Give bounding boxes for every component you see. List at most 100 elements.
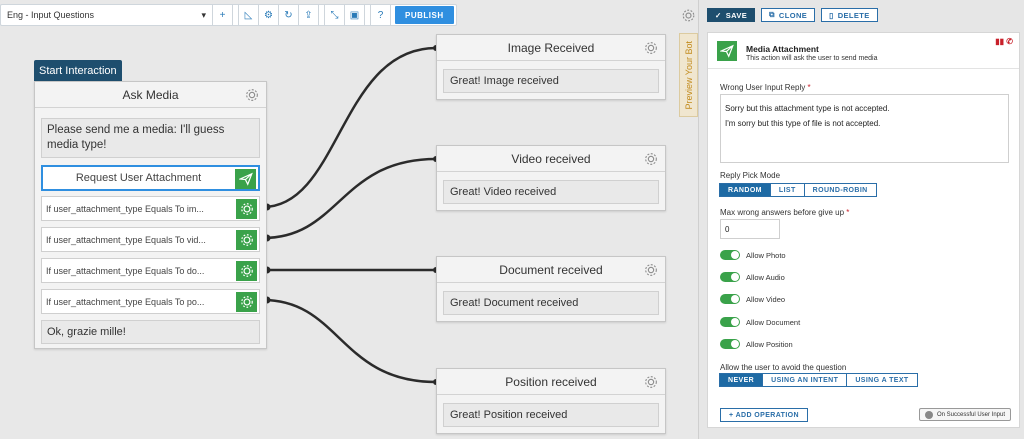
condition-icon (236, 230, 257, 250)
allow-video-toggle[interactable]: Allow Video (720, 294, 785, 304)
condition-label: If user_attachment_type Equals To po... (46, 296, 205, 307)
panel-actions: ✓ SAVE ⧉ CLONE ▯ DELETE (707, 8, 878, 22)
document-received-node[interactable]: Document received Great! Document receiv… (436, 256, 666, 322)
condition-label: If user_attachment_type Equals To vid... (46, 234, 206, 245)
flow-canvas[interactable]: Eng - Input Questions ▾ + ◺ ⚙ ↻ ⇪ ⤡ ▣ ? … (0, 0, 698, 439)
channel-badges-icon: ▮▮ ✆ (995, 37, 1013, 46)
gear-icon[interactable] (643, 262, 659, 278)
condition-icon (236, 199, 257, 219)
final-message[interactable]: Ok, grazie mille! (41, 320, 260, 344)
avoid-never[interactable]: NEVER (719, 373, 764, 387)
check-icon: ✓ (715, 10, 722, 20)
pick-mode-random[interactable]: RANDOM (719, 183, 771, 197)
condition-row-document[interactable]: If user_attachment_type Equals To do... (41, 258, 260, 283)
gear-icon[interactable] (681, 8, 696, 23)
avoid-question-label: Allow the user to avoid the question (720, 363, 847, 372)
save-button[interactable]: ✓ SAVE (707, 8, 756, 22)
node-header: Video received (437, 146, 665, 172)
export-icon[interactable]: ⇪ (299, 5, 319, 25)
help-icon[interactable]: ? (371, 5, 391, 25)
properties-panel: ✓ SAVE ⧉ CLONE ▯ DELETE Media Attachment… (698, 0, 1024, 439)
gear-icon[interactable]: ⚙ (259, 5, 279, 25)
card-title: Media Attachment (746, 44, 819, 54)
allow-photo-toggle[interactable]: Allow Photo (720, 250, 786, 260)
pick-mode-label: Reply Pick Mode (720, 171, 781, 180)
gear-icon[interactable] (643, 151, 659, 167)
toggle-switch[interactable] (720, 294, 740, 304)
publish-button[interactable]: PUBLISH (395, 6, 454, 24)
card-header: Media Attachment This action will ask th… (708, 33, 1019, 69)
collapse-icon[interactable]: ⤡ (325, 5, 345, 25)
pick-mode-list[interactable]: LIST (769, 183, 805, 197)
refresh-icon[interactable]: ↻ (279, 5, 299, 25)
bot-message[interactable]: Please send me a media: I'll guess media… (41, 118, 260, 158)
condition-row-video[interactable]: If user_attachment_type Equals To vid... (41, 227, 260, 252)
allow-audio-toggle[interactable]: Allow Audio (720, 272, 785, 282)
toggle-switch[interactable] (720, 272, 740, 282)
clone-button[interactable]: ⧉ CLONE (761, 8, 816, 22)
trash-icon: ▯ (829, 10, 834, 20)
max-wrong-input[interactable]: 0 (720, 219, 780, 239)
node-header: Ask Media (35, 82, 266, 108)
flow-select[interactable]: Eng - Input Questions ▾ (1, 5, 213, 25)
avoid-using-text[interactable]: USING A TEXT (846, 373, 918, 387)
video-received-node[interactable]: Video received Great! Video received (436, 145, 666, 211)
bot-message[interactable]: Great! Video received (443, 180, 659, 204)
gear-icon[interactable] (244, 87, 260, 103)
allow-position-toggle[interactable]: Allow Position (720, 339, 793, 349)
condition-row-image[interactable]: If user_attachment_type Equals To im... (41, 196, 260, 221)
link-image[interactable] (262, 46, 437, 209)
position-received-node[interactable]: Position received Great! Position receiv… (436, 368, 666, 434)
toggle-label: Allow Document (746, 317, 801, 327)
reply-line: Sorry but this attachment type is not ac… (725, 104, 890, 113)
node-title: Image Received (507, 40, 595, 55)
toggle-label: Allow Photo (746, 250, 786, 260)
image-icon[interactable]: ▣ (345, 5, 365, 25)
bot-message[interactable]: Great! Image received (443, 69, 659, 93)
canvas-toolbar: Eng - Input Questions ▾ + ◺ ⚙ ↻ ⇪ ⤡ ▣ ? … (0, 4, 457, 26)
pick-mode-round-robin[interactable]: ROUND-ROBIN (803, 183, 877, 197)
node-header: Image Received (437, 35, 665, 61)
node-title: Video received (511, 151, 591, 166)
avoid-using-intent[interactable]: USING AN INTENT (762, 373, 848, 387)
send-icon (717, 41, 737, 61)
copy-icon: ⧉ (769, 10, 775, 19)
wrong-reply-label-text: Wrong User Input Reply (720, 83, 806, 92)
bot-message[interactable]: Great! Document received (443, 291, 659, 315)
ask-media-node[interactable]: Ask Media Please send me a media: I'll g… (34, 81, 267, 349)
layout-icon[interactable]: ◺ (239, 5, 259, 25)
preview-bot-label: Preview Your Bot (683, 40, 694, 110)
max-wrong-label: Max wrong answers before give up * (720, 208, 850, 217)
condition-row-position[interactable]: If user_attachment_type Equals To po... (41, 289, 260, 314)
toggle-switch[interactable] (720, 339, 740, 349)
delete-label: DELETE (837, 10, 870, 20)
on-success-chip[interactable]: On Successful User Input (918, 408, 1011, 421)
wrong-reply-textarea[interactable]: Sorry but this attachment type is not ac… (720, 94, 1009, 163)
toolbar-divider (233, 5, 239, 25)
add-operation-button[interactable]: + ADD OPERATION (720, 408, 808, 422)
save-label: SAVE (725, 10, 748, 20)
send-icon (235, 169, 256, 189)
toggle-switch[interactable] (720, 250, 740, 260)
flow-select-value: Eng - Input Questions (7, 10, 95, 20)
toggle-label: Allow Video (746, 294, 786, 304)
preview-bot-tab[interactable]: Preview Your Bot (679, 33, 698, 117)
toggle-switch[interactable] (720, 317, 740, 327)
toolbar-divider (365, 5, 371, 25)
status-icon (924, 410, 933, 419)
start-interaction-tag: Start Interaction (34, 60, 122, 81)
bot-message[interactable]: Great! Position received (443, 403, 659, 427)
card-description: This action will ask the user to send me… (746, 55, 878, 62)
allow-document-toggle[interactable]: Allow Document (720, 317, 800, 327)
link-video[interactable] (262, 157, 437, 240)
link-position[interactable] (262, 298, 437, 384)
pick-mode-segment: RANDOM LIST ROUND-ROBIN (719, 183, 877, 197)
node-title: Document received (499, 262, 603, 277)
image-received-node[interactable]: Image Received Great! Image received (436, 34, 666, 100)
gear-icon[interactable] (643, 40, 659, 56)
delete-button[interactable]: ▯ DELETE (821, 8, 878, 22)
request-attachment-row[interactable]: Request User Attachment (41, 165, 260, 191)
add-icon[interactable]: + (213, 5, 233, 25)
gear-icon[interactable] (643, 374, 659, 390)
toolbar-divider (319, 5, 325, 25)
